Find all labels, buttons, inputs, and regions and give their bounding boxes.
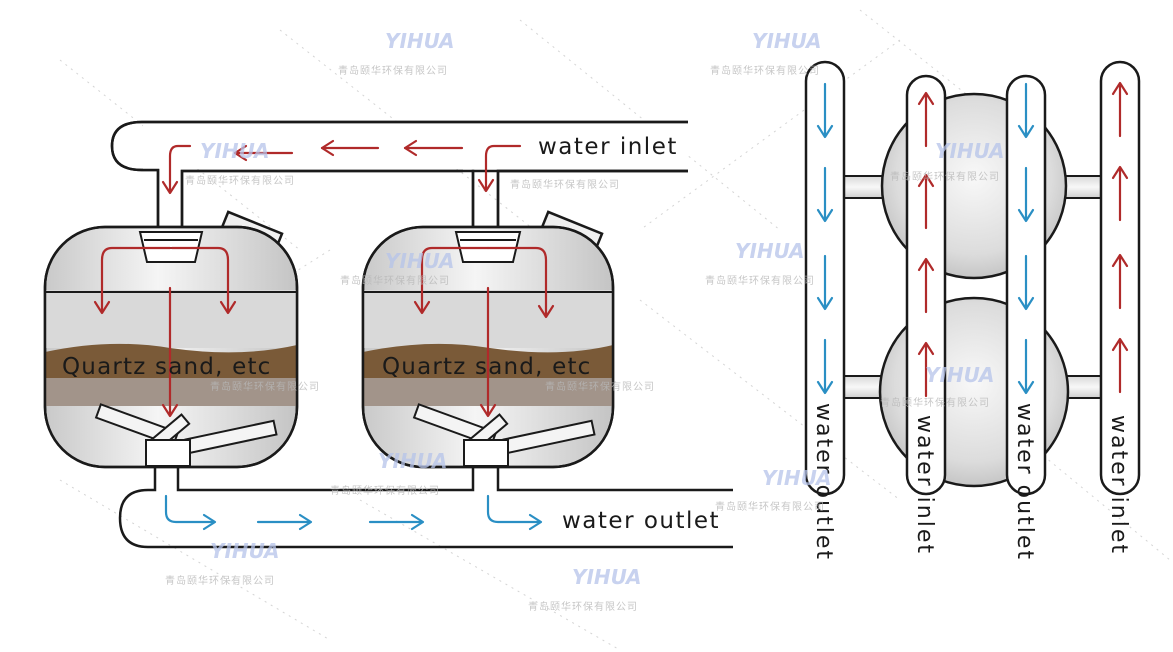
outlet-piping: [118, 464, 733, 549]
inflow-arrows: [93, 139, 555, 418]
watermark-brand: YIHUA: [385, 249, 454, 273]
watermark-company: 青岛颐华环保有限公司: [705, 274, 815, 287]
inlet-pipe-fill: [143, 124, 688, 169]
vertical-up-arrows: [917, 81, 1129, 398]
watermark-company: 青岛颐华环保有限公司: [890, 170, 1000, 183]
watermark-brand: YIHUA: [572, 565, 641, 589]
left-water-inlet-label: water inlet: [538, 134, 678, 160]
pipe2-water-inlet-label: water inlet: [912, 415, 937, 555]
outflow-arrows: [164, 494, 543, 531]
watermark-brand: YIHUA: [210, 539, 279, 563]
watermark-brand: YIHUA: [752, 29, 821, 53]
watermark-brand: YIHUA: [735, 239, 804, 263]
watermark-company: 青岛颐华环保有限公司: [340, 274, 450, 287]
vertical-down-arrows: [816, 82, 1035, 395]
watermarks: YIHUA 青岛颐华环保有限公司 YIHUA 青岛颐华环保有限公司 YIHUA …: [165, 29, 1004, 613]
watermark-brand: YIHUA: [200, 139, 269, 163]
pipe3-water-outlet-label: water outlet: [1012, 403, 1037, 561]
watermark-company: 青岛颐华环保有限公司: [338, 64, 448, 77]
watermark-company: 青岛颐华环保有限公司: [715, 500, 825, 513]
watermark-brand: YIHUA: [378, 449, 447, 473]
sand-label-left: Quartz sand, etc: [62, 354, 272, 380]
watermark-company: 青岛颐华环保有限公司: [880, 396, 990, 409]
watermark-brand: YIHUA: [385, 29, 454, 53]
watermark-company: 青岛颐华环保有限公司: [710, 64, 820, 77]
watermark-brand: YIHUA: [762, 466, 831, 490]
watermark-company: 青岛颐华环保有限公司: [545, 380, 655, 393]
inlet-pipe-walls: [110, 120, 688, 230]
watermark-company: 青岛颐华环保有限公司: [165, 574, 275, 587]
watermark-company: 青岛颐华环保有限公司: [330, 484, 440, 497]
watermark-company: 青岛颐华环保有限公司: [528, 600, 638, 613]
watermark-brand: YIHUA: [925, 363, 994, 387]
watermark-company: 青岛颐华环保有限公司: [210, 380, 320, 393]
watermark-company: 青岛颐华环保有限公司: [510, 178, 620, 191]
sand-label-right: Quartz sand, etc: [382, 354, 592, 380]
pipe1-water-outlet-label: water outlet: [811, 403, 836, 561]
left-water-outlet-label: water outlet: [562, 508, 720, 534]
watermark-company: 青岛颐华环保有限公司: [185, 174, 295, 187]
pipe4-water-inlet-label: water inlet: [1106, 415, 1131, 555]
watermark-brand: YIHUA: [935, 139, 1004, 163]
